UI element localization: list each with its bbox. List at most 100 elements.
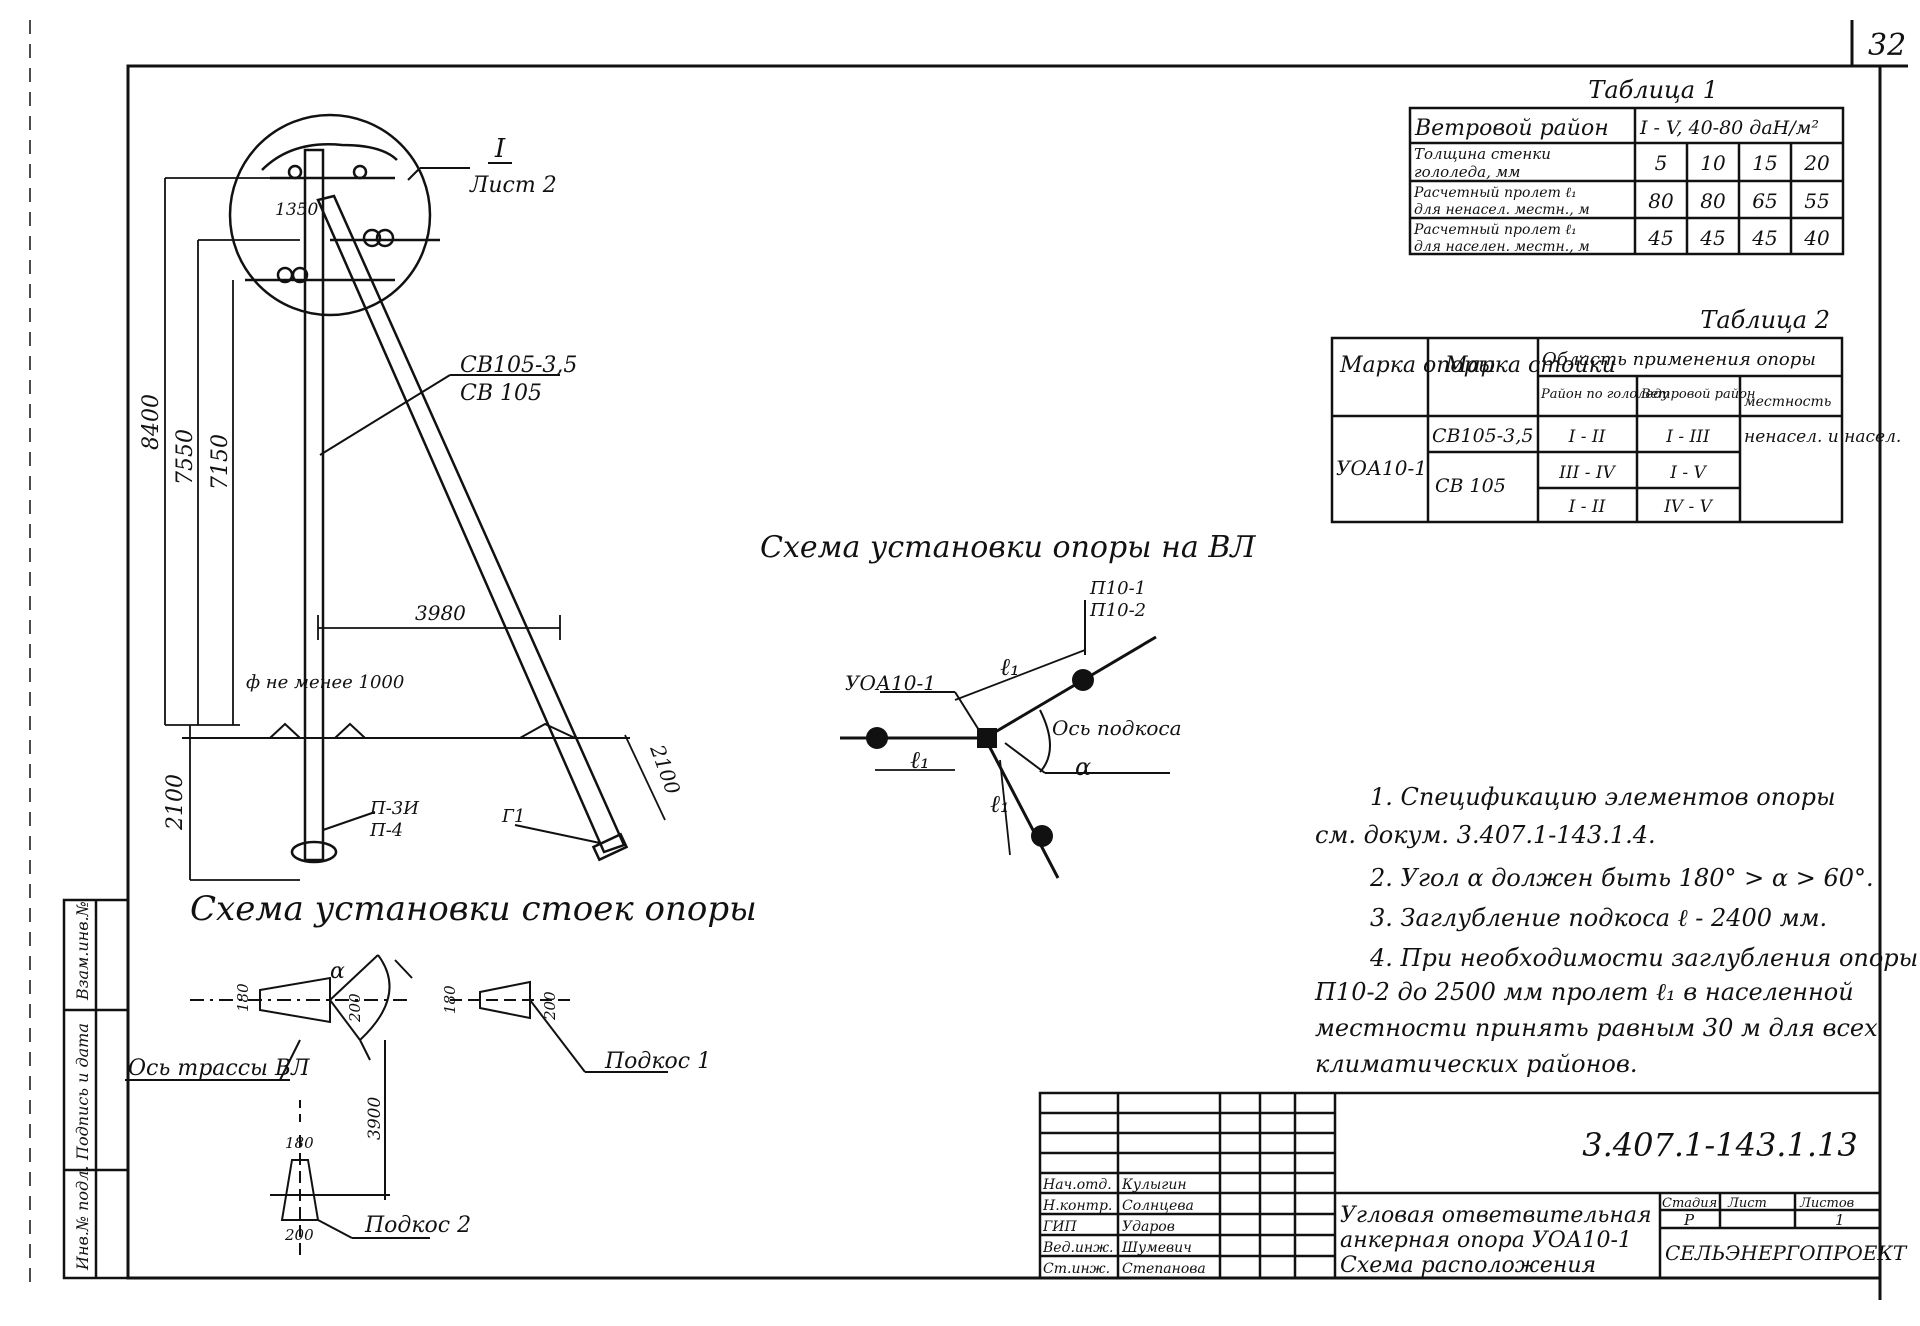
dim-min-diameter: ф не менее 1000	[246, 672, 404, 693]
dim-2100: 2100	[163, 774, 188, 831]
t1-header-value: I - V, 40-80 даН/м²	[1639, 117, 1819, 139]
svg-text:Вед.инж.: Вед.инж.	[1042, 1240, 1114, 1256]
organization: СЕЛЬЭНЕРГОПРОЕКТ	[1665, 1241, 1908, 1265]
svg-text:Расчетный пролет ℓ₁: Расчетный пролет ℓ₁	[1413, 222, 1577, 238]
svg-text:Солнцева: Солнцева	[1122, 1198, 1194, 1214]
strut-anchor	[591, 832, 629, 862]
vl-scheme-title: Схема установки опоры на ВЛ	[760, 530, 1256, 565]
t1-header-label: Ветровой район	[1414, 116, 1609, 141]
vl-l1-left: ℓ₁	[910, 746, 930, 774]
axis-vl-label: Ось трассы ВЛ	[128, 1056, 310, 1081]
elevation-view: I Лист 2	[139, 113, 685, 881]
dim-3980: 3980	[415, 601, 466, 625]
notes-block: 1. Спецификацию элементов опоры см. доку…	[1314, 783, 1918, 1078]
pole-label-1: СВ105-3,5	[460, 353, 577, 378]
svg-text:Ст.инж.: Ст.инж.	[1043, 1261, 1110, 1277]
table1-grid	[1408, 106, 1845, 256]
svg-text:45: 45	[1751, 226, 1777, 250]
t2-col-terrain: местность	[1744, 394, 1831, 410]
stands-scheme	[125, 954, 668, 1255]
stands-alpha: α	[330, 959, 345, 984]
callout-sheet: Лист 2	[469, 173, 557, 198]
sheet-header: Лист	[1727, 1196, 1767, 1211]
stamp-sign: Подпись и дата	[73, 1023, 92, 1161]
dim-180-c: 180	[285, 1134, 314, 1152]
table2-grid	[1330, 336, 1844, 524]
title-line-1: Угловая ответвительная	[1340, 1203, 1652, 1228]
stage-header: Стадия	[1662, 1196, 1717, 1211]
svg-text:10: 10	[1700, 151, 1726, 175]
svg-text:20: 20	[1803, 151, 1830, 175]
sheet-number: 32	[1868, 28, 1907, 63]
vl-alpha: α	[1075, 753, 1091, 781]
podkos2-label: Подкос 2	[364, 1213, 471, 1238]
dim-200-a: 200	[346, 993, 364, 1023]
strut-pole	[316, 194, 626, 854]
svg-text:Н.контр.: Н.контр.	[1042, 1198, 1112, 1214]
t2-col-marka-stoiki: Марка стойки	[1444, 353, 1616, 378]
stamp-inv: Инв.№ подл.	[73, 1166, 92, 1271]
signatures: Нач.отд. Н.контр. ГИП Вед.инж. Ст.инж. К…	[1042, 1177, 1206, 1277]
note-4b: П10-2 до 2500 мм пролет ℓ₁ в населенной	[1314, 978, 1854, 1006]
table2-ranges: I - II I - III III - IV I - V I - II IV …	[1558, 427, 1713, 517]
title-line-2: анкерная опора УОА10-1	[1340, 1228, 1632, 1253]
svg-text:Ударов: Ударов	[1122, 1219, 1175, 1235]
svg-text:Степанова: Степанова	[1122, 1261, 1206, 1277]
dim-200-b: 200	[541, 991, 559, 1021]
t2-col-wind: Ветровой район	[1640, 387, 1755, 402]
doc-code: 3.407.1-143.1.13	[1582, 1126, 1857, 1164]
pole-node-left	[866, 727, 888, 749]
dim-8400: 8400	[139, 394, 164, 450]
detail-callout-circle	[228, 113, 432, 317]
main-pole	[303, 148, 325, 862]
svg-text:для ненасел. местн., м: для ненасел. местн., м	[1414, 202, 1590, 218]
dim-7150: 7150	[208, 434, 233, 490]
ground-line	[182, 722, 630, 739]
svg-text:45: 45	[1647, 226, 1673, 250]
table1-rows: Толщина стенки гололеда, мм Расчетный пр…	[1413, 145, 1590, 255]
t2-col-marka-opory: Марка опоры	[1339, 353, 1496, 378]
title-line-3: Схема расположения	[1340, 1253, 1596, 1278]
svg-text:45: 45	[1699, 226, 1725, 250]
svg-text:Нач.отд.: Нач.отд.	[1042, 1177, 1112, 1193]
svg-text:для населен. местн., м: для населен. местн., м	[1414, 239, 1590, 255]
table1-values: 5 10 15 20 80 80 65 55 45 45 45 40	[1647, 151, 1830, 250]
note-1a: 1. Спецификацию элементов опоры	[1370, 783, 1836, 811]
support-node	[977, 728, 997, 748]
dim-200-c: 200	[284, 1226, 314, 1244]
vl-p2-label: П10-2	[1089, 600, 1146, 621]
vl-scheme	[840, 600, 1170, 879]
note-3: 3. Заглубление подкоса ℓ - 2400 мм.	[1370, 904, 1827, 932]
svg-text:I - II: I - II	[1568, 427, 1606, 447]
stamp-vzam: Взам.инв.№	[73, 901, 92, 1001]
vl-axis-label: Ось подкоса	[1052, 716, 1182, 740]
dim-7550: 7550	[173, 429, 198, 485]
title-block	[1038, 1091, 1882, 1280]
t2-stoika-2: СВ 105	[1435, 475, 1506, 497]
sheets-header: Листов	[1799, 1196, 1854, 1211]
dim-3900: 3900	[365, 1097, 385, 1140]
svg-text:65: 65	[1752, 189, 1777, 213]
t2-support-mark: УОА10-1	[1336, 456, 1427, 480]
svg-text:I - III: I - III	[1665, 427, 1710, 447]
dim-1350: 1350	[275, 200, 318, 220]
plate-label-1: П-3И	[369, 798, 419, 819]
vl-scheme-nodes	[866, 669, 1094, 847]
note-2: 2. Угол α должен быть 180° > α > 60°.	[1369, 864, 1874, 892]
svg-text:Толщина стенки: Толщина стенки	[1414, 145, 1551, 163]
svg-text:80: 80	[1648, 189, 1674, 213]
note-4d: климатических районов.	[1315, 1050, 1637, 1078]
side-stamp	[62, 898, 130, 1280]
svg-text:55: 55	[1804, 189, 1829, 213]
plate-label-2: П-4	[369, 820, 403, 841]
table2-title: Таблица 2	[1700, 306, 1830, 334]
note-1b: см. докум. 3.407.1-143.1.4.	[1315, 821, 1656, 849]
vl-support-label: УОА10-1	[845, 671, 936, 695]
vertical-dims	[164, 177, 561, 881]
vl-p1-label: П10-1	[1089, 578, 1146, 599]
t2-col-area: Область применения опоры	[1542, 349, 1816, 370]
vl-l1-lower: ℓ₁	[990, 790, 1010, 818]
sheets-value: 1	[1835, 1211, 1845, 1229]
svg-text:Шумевич: Шумевич	[1121, 1240, 1192, 1256]
